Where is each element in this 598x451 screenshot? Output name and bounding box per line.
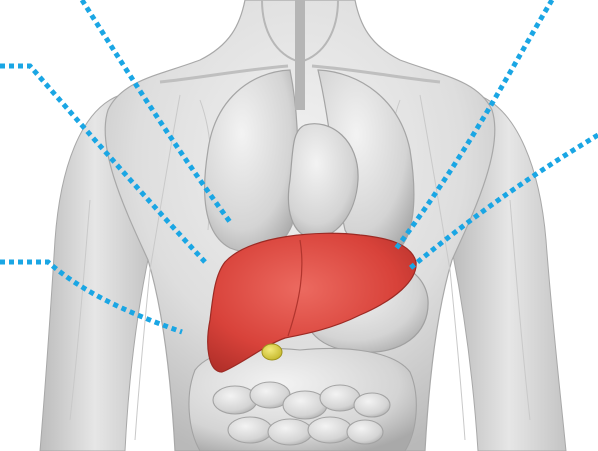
gallbladder — [262, 344, 282, 360]
